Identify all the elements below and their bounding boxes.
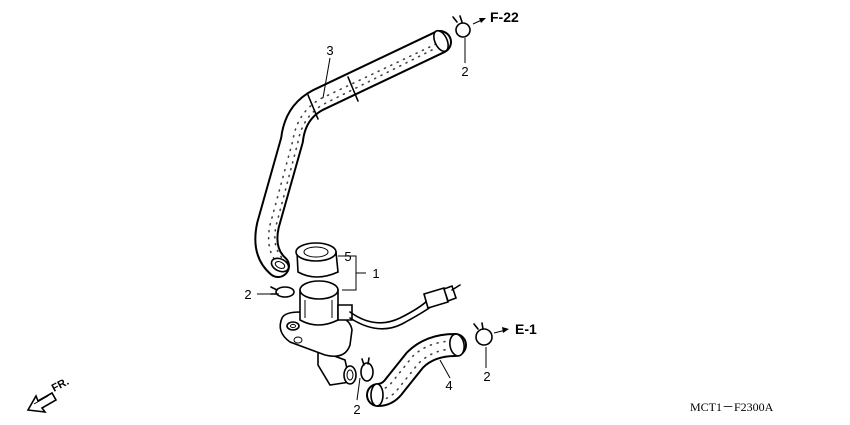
- ref-arrow-e1: [493, 327, 509, 334]
- clip-bottom: [360, 357, 374, 382]
- label-part-2-upper: 2: [461, 64, 468, 79]
- valve-wire-connector: [349, 284, 461, 330]
- hose-3: [254, 29, 452, 278]
- clip-upper: [452, 15, 471, 38]
- direction-label: FR.: [50, 376, 71, 395]
- label-part-5: 5: [344, 249, 351, 264]
- clip-right: [473, 322, 493, 346]
- ref-e1: E-1: [515, 321, 537, 337]
- air-injection-valve: [279, 280, 357, 386]
- label-part-4: 4: [445, 378, 452, 393]
- label-part-3: 3: [326, 43, 333, 58]
- ref-f22: F-22: [490, 9, 519, 25]
- label-part-1: 1: [372, 266, 379, 281]
- clip-left: [270, 286, 295, 298]
- ref-arrow-f22: [472, 18, 486, 25]
- front-direction-arrow: [26, 391, 58, 414]
- leader-lines: [257, 38, 487, 401]
- label-part-2-left: 2: [244, 287, 251, 302]
- figure-code: MCT1－F2300A: [690, 400, 774, 414]
- part-5-mount: [295, 242, 339, 278]
- hose-4: [366, 333, 467, 407]
- label-part-2-bottom: 2: [353, 402, 360, 417]
- label-part-2-right: 2: [483, 369, 490, 384]
